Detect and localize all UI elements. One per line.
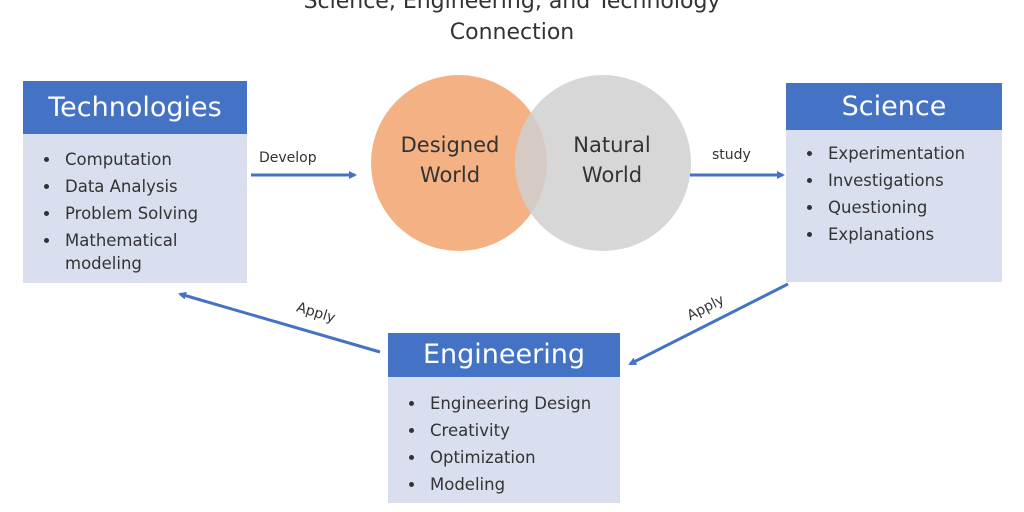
engineering-heading: Engineering (388, 333, 620, 377)
diagram-title: Science, Engineering, and Technology Con… (0, 0, 1024, 48)
list-item: Questioning (824, 194, 1002, 221)
technologies-list: Computation Data Analysis Problem Solvin… (23, 146, 247, 275)
list-item: Creativity (426, 417, 620, 444)
title-line-1: Science, Engineering, and Technology (303, 0, 721, 14)
engineering-list: Engineering Design Creativity Optimizati… (388, 390, 620, 498)
list-item: Investigations (824, 167, 1002, 194)
list-item: Problem Solving (61, 200, 247, 227)
apply-right-arrow (628, 282, 789, 366)
list-item: Optimization (426, 444, 620, 471)
science-box: Science Experimentation Investigations Q… (786, 83, 1002, 282)
technologies-heading: Technologies (23, 81, 247, 134)
science-heading: Science (786, 83, 1002, 130)
natural-world-circle (515, 75, 691, 251)
title-line-2: Connection (449, 20, 575, 45)
list-item: Data Analysis (61, 173, 247, 200)
natural-world-label: Natural World (573, 133, 651, 187)
study-label: study (712, 147, 751, 163)
list-item: Explanations (824, 221, 1002, 248)
list-item: Mathematical modeling (61, 227, 195, 275)
apply-left-arrow (178, 291, 381, 354)
engineering-box: Engineering Engineering Design Creativit… (388, 333, 620, 503)
list-item: Experimentation (824, 140, 1002, 167)
develop-label: Develop (259, 150, 317, 166)
technologies-box: Technologies Computation Data Analysis P… (23, 81, 247, 283)
list-item: Engineering Design (426, 390, 620, 417)
list-item: Computation (61, 146, 247, 173)
science-list: Experimentation Investigations Questioni… (786, 140, 1002, 248)
designed-world-circle (371, 75, 547, 251)
list-item: Modeling (426, 471, 620, 498)
designed-world-label: Designed World (400, 133, 500, 187)
